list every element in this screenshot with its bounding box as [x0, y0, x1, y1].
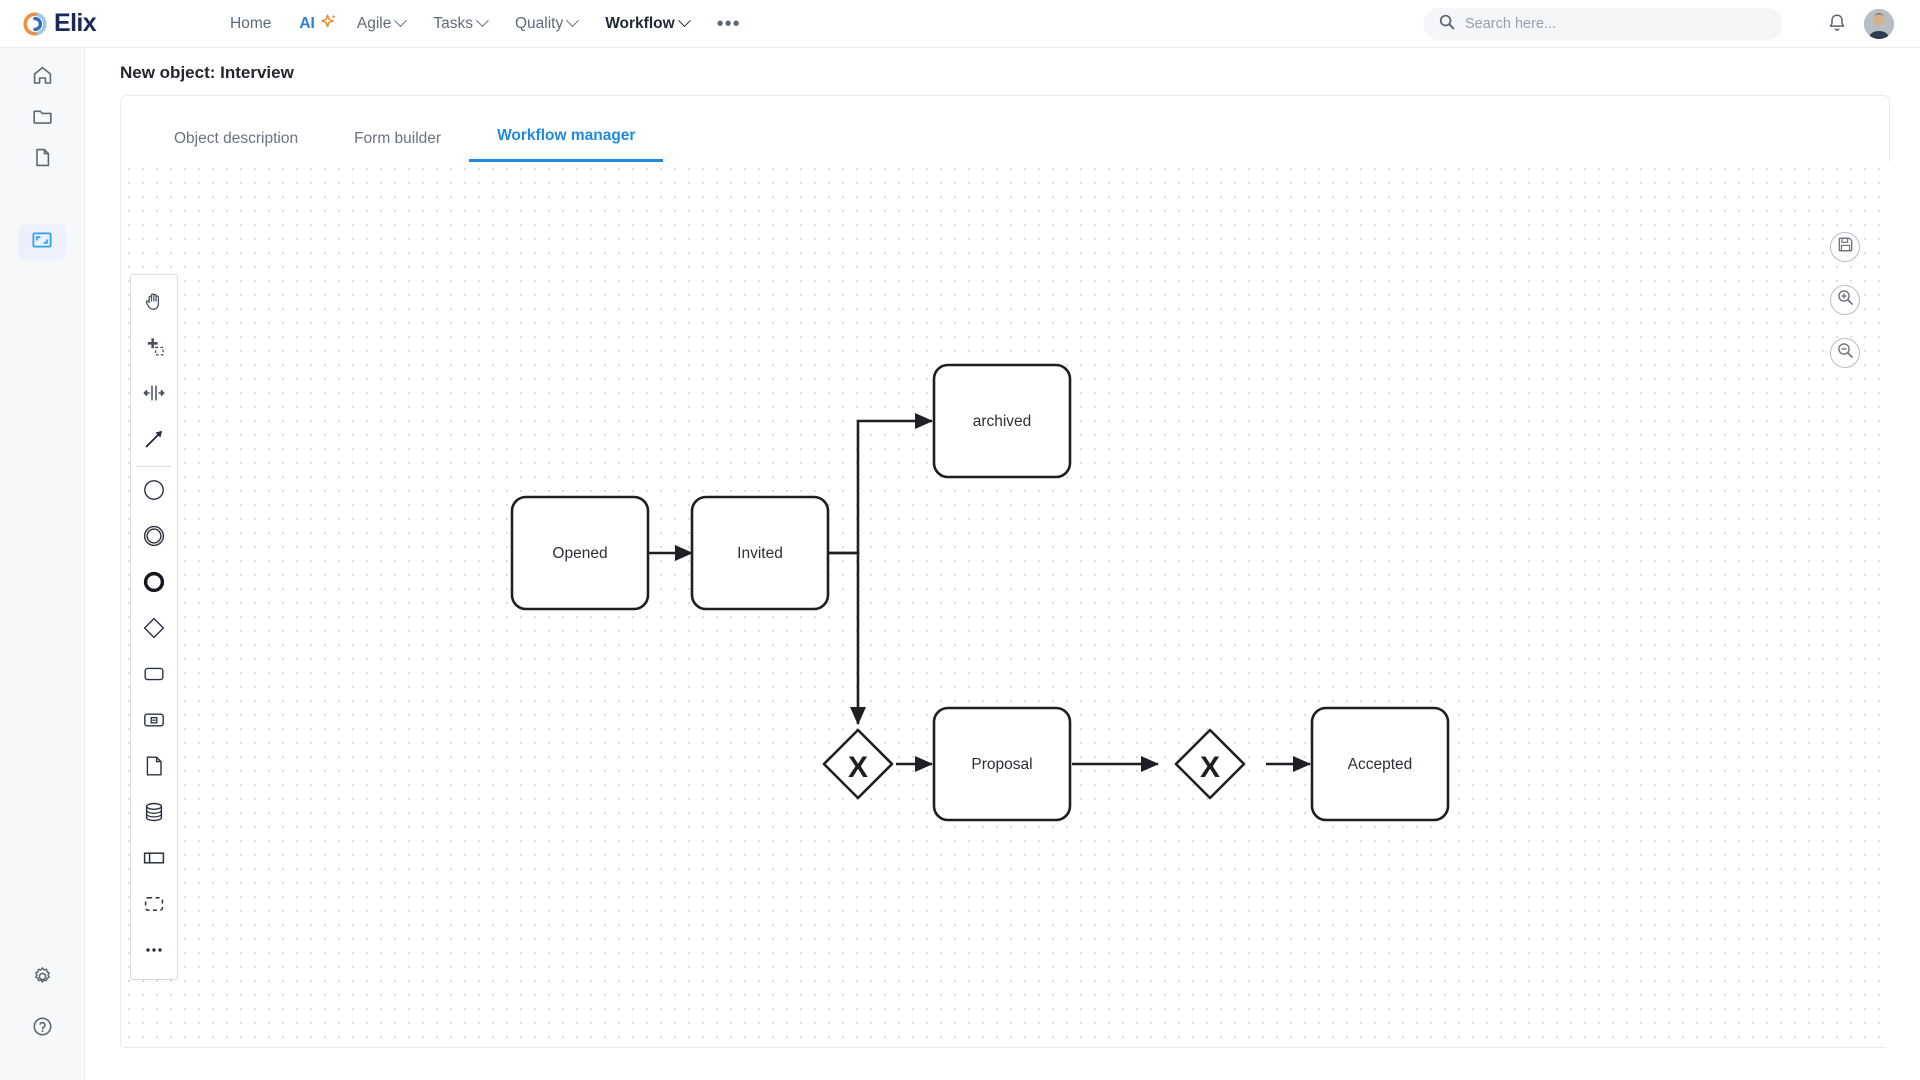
pool-icon [142, 846, 166, 875]
gateway-tool[interactable] [131, 607, 177, 653]
notification-bell-icon[interactable] [1826, 12, 1848, 39]
node-archived[interactable]: archived [932, 363, 1072, 479]
sidebar-item-home[interactable] [18, 60, 66, 96]
zoom-out-icon [1837, 342, 1854, 364]
resize-horizontal-icon [142, 381, 166, 410]
nav-item-tasks[interactable]: Tasks [419, 0, 501, 48]
home-icon [32, 65, 53, 91]
save-floppy-icon [1837, 236, 1854, 258]
node-invited[interactable]: Invited [690, 495, 830, 611]
move-select-icon [142, 335, 166, 364]
ai-sparkle-icon [320, 13, 337, 35]
diagram-canvas[interactable]: Opened Invited archived Proposal Accepte… [122, 162, 1890, 1047]
node-label: Proposal [971, 756, 1032, 773]
chevron-down-icon [677, 14, 691, 28]
board-icon [31, 229, 53, 256]
nav-item-quality[interactable]: Quality [501, 0, 591, 48]
circle-double-icon [142, 524, 166, 553]
node-label: Invited [737, 545, 783, 562]
help-circle-icon [32, 1016, 53, 1042]
node-accepted[interactable]: Accepted [1310, 706, 1450, 822]
task-tool[interactable] [131, 653, 177, 699]
brand-logo[interactable]: Elix [22, 9, 142, 38]
arrow-pointer-icon [142, 427, 166, 456]
node-label: archived [973, 413, 1032, 430]
swirl-logo-icon [22, 11, 48, 37]
gateway-symbol: X [848, 751, 868, 784]
shape-toolbar [130, 274, 178, 980]
nav-item-agile[interactable]: Agile [343, 0, 419, 48]
sidebar-item-board[interactable] [18, 224, 66, 260]
folder-icon [32, 106, 53, 132]
circle-thin-icon [142, 478, 166, 507]
node-proposal[interactable]: Proposal [932, 706, 1072, 822]
resize-tool[interactable] [131, 372, 177, 418]
dashed-group-icon [142, 892, 166, 921]
intermediate-event-tool[interactable] [131, 515, 177, 561]
hand-pan-icon [143, 290, 165, 317]
more-tools[interactable] [131, 929, 177, 975]
tab-workflow-manager[interactable]: Workflow manager [469, 127, 664, 162]
connector-tool[interactable] [131, 418, 177, 464]
page-title: New object: Interview [120, 63, 294, 82]
document-icon [142, 754, 166, 783]
circle-thick-icon [142, 570, 166, 599]
zoom-out-button[interactable] [1830, 338, 1860, 368]
group-tool[interactable] [131, 883, 177, 929]
diamond-icon [142, 616, 166, 645]
sidebar-item-help[interactable] [18, 1011, 66, 1047]
tab-bar: Object description Form builder Workflow… [121, 96, 664, 162]
nav-item-workflow[interactable]: Workflow [591, 0, 702, 48]
gateway-symbol: X [1200, 751, 1220, 784]
chevron-down-icon [394, 14, 408, 28]
subprocess-tool[interactable] [131, 699, 177, 745]
subprocess-icon [142, 708, 166, 737]
edge-invited-gateway1[interactable] [828, 551, 867, 726]
move-tool[interactable] [131, 326, 177, 372]
pool-tool[interactable] [131, 837, 177, 883]
chevron-down-icon [566, 14, 580, 28]
data-store-tool[interactable] [131, 791, 177, 837]
database-icon [142, 800, 166, 829]
nav-overflow-button[interactable]: ••• [716, 12, 741, 35]
search-icon [1439, 14, 1455, 35]
sidebar-item-folder[interactable] [18, 101, 66, 137]
start-event-tool[interactable] [131, 469, 177, 515]
sidebar-item-settings[interactable] [18, 961, 66, 997]
node-opened[interactable]: Opened [510, 495, 650, 611]
user-avatar[interactable] [1864, 9, 1894, 39]
data-object-tool[interactable] [131, 745, 177, 791]
top-navigation-bar: Elix Home AI Agile Tasks Quality [0, 0, 1920, 48]
workflow-card: Object description Form builder Workflow… [120, 95, 1890, 1048]
chevron-down-icon [476, 14, 489, 28]
brand-name: Elix [54, 9, 97, 37]
pan-tool[interactable] [131, 280, 177, 326]
node-label: Opened [552, 545, 607, 562]
nav-item-home[interactable]: Home [230, 14, 272, 32]
node-gateway-1[interactable]: X [822, 728, 894, 800]
more-dots-icon [142, 938, 166, 967]
tab-object-description[interactable]: Object description [174, 130, 299, 147]
sidebar-item-file[interactable] [18, 142, 66, 178]
save-diagram-button[interactable] [1830, 232, 1860, 262]
tab-form-builder[interactable]: Form builder [354, 130, 442, 147]
search-input[interactable]: Search here... [1423, 8, 1783, 40]
bpmn-diagram[interactable]: Opened Invited archived Proposal Accepte… [122, 162, 1890, 1047]
toolbar-divider [137, 466, 171, 467]
end-event-tool[interactable] [131, 561, 177, 607]
node-gateway-2[interactable]: X [1174, 728, 1246, 800]
gear-icon [32, 966, 53, 992]
zoom-in-icon [1837, 289, 1854, 311]
node-label: Accepted [1348, 756, 1413, 773]
file-icon [32, 147, 53, 173]
left-sidebar [0, 48, 85, 1080]
zoom-in-button[interactable] [1830, 285, 1860, 315]
rounded-rect-icon [142, 662, 166, 691]
search-placeholder: Search here... [1465, 16, 1557, 32]
edge-invited-archived[interactable] [828, 412, 934, 555]
nav-item-ai[interactable]: AI [285, 0, 343, 48]
main-nav: Home AI Agile Tasks Quality Workflow [216, 0, 755, 48]
